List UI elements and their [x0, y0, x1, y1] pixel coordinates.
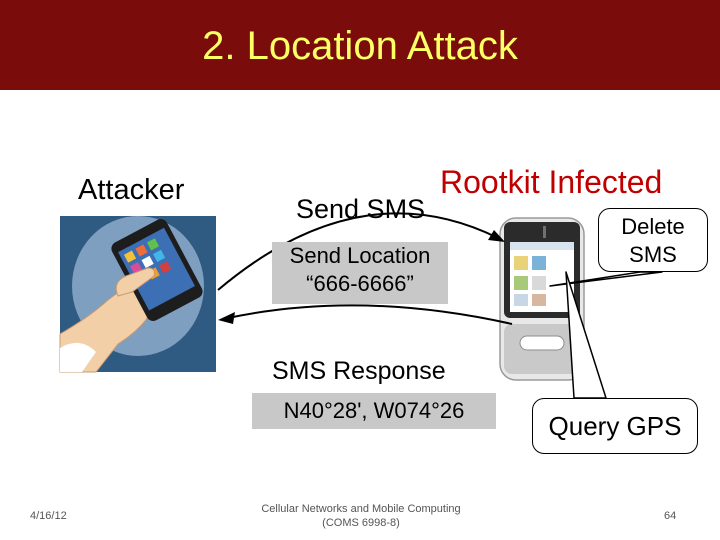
delete-sms-line1: Delete	[621, 214, 685, 239]
title-bar	[0, 0, 720, 90]
delete-callout-tail	[549, 271, 663, 287]
send-location-label: Send Location “666-6666”	[272, 242, 448, 304]
infected-phone	[499, 217, 585, 381]
attacker-illustration	[59, 216, 216, 373]
footer-page-number: 64	[664, 510, 677, 522]
send-sms-arrow	[217, 212, 505, 291]
sms-response-arrow	[218, 304, 513, 325]
slide-title: 2. Location Attack	[202, 24, 518, 68]
footer-course-line1: Cellular Networks and Mobile Computing	[261, 503, 461, 515]
send-sms-label: Send SMS	[296, 194, 426, 224]
sms-response-label: SMS Response	[272, 357, 446, 385]
footer-course: Cellular Networks and Mobile Computing (…	[258, 502, 464, 530]
footer-course-line2: (COMS 6998-8)	[322, 517, 400, 529]
send-location-line2: “666-6666”	[306, 271, 414, 296]
delete-sms-line2: SMS	[629, 242, 677, 267]
rootkit-infected-label: Rootkit Infected	[440, 164, 663, 200]
send-location-line1: Send Location	[289, 243, 431, 268]
query-gps-callout: Query GPS	[532, 398, 698, 454]
coordinates-label: N40°28', W074°26	[252, 393, 496, 429]
attacker-label: Attacker	[78, 174, 185, 206]
footer-date: 4/16/12	[30, 510, 67, 522]
delete-sms-callout: Delete SMS	[598, 208, 708, 272]
